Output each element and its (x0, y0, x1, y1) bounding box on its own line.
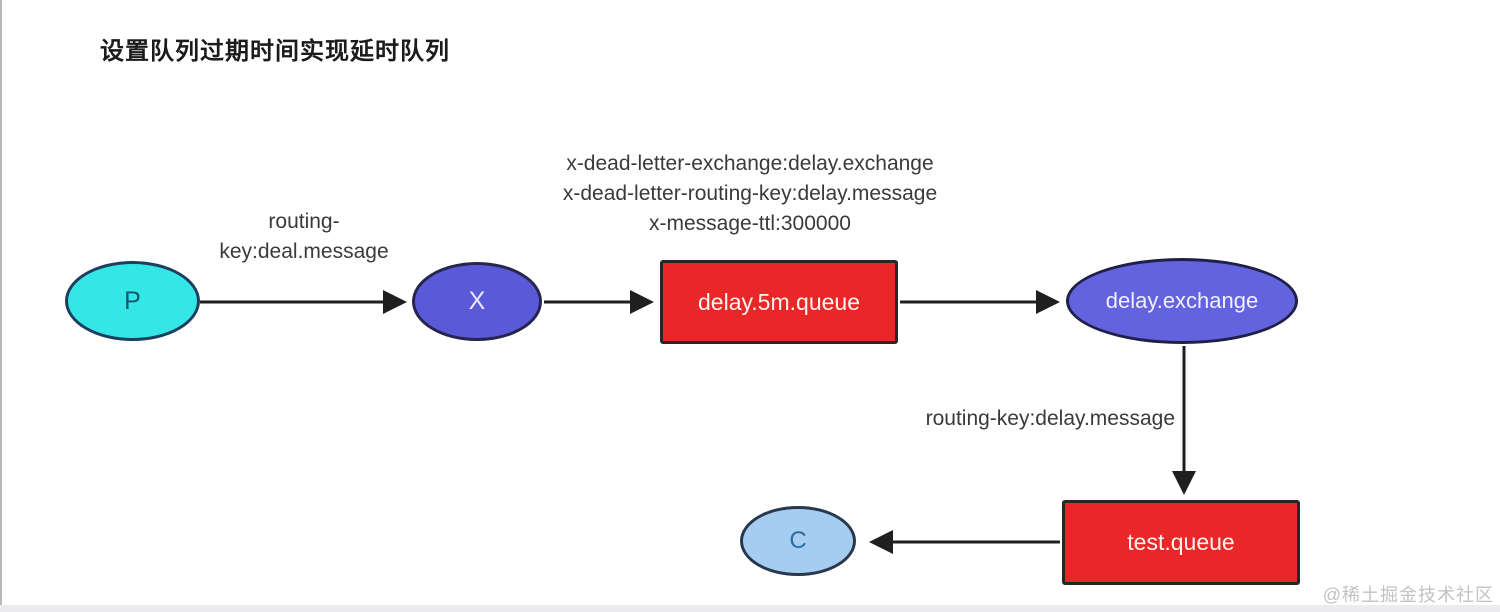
left-border-line (0, 0, 2, 612)
queue-arg-dead-letter-routing-key: x-dead-letter-routing-key:delay.message (562, 182, 938, 205)
node-producer: P (65, 261, 200, 341)
node-test-queue-label: test.queue (1127, 529, 1235, 555)
node-consumer-label: C (789, 527, 807, 554)
node-test-queue: test.queue (1062, 500, 1300, 585)
node-delay-exchange: delay.exchange (1066, 258, 1298, 344)
watermark: @稀土掘金技术社区 (1322, 585, 1494, 605)
node-delay-exchange-label: delay.exchange (1105, 288, 1259, 313)
queue-arg-dead-letter-exchange: x-dead-letter-exchange:delay.exchange (566, 152, 934, 175)
node-delay-queue-label: delay.5m.queue (698, 288, 860, 315)
node-consumer: C (740, 506, 856, 576)
node-exchange-x: X (412, 262, 542, 341)
edge-label-p-to-x-line1: routing- (268, 210, 340, 233)
node-producer-label: P (124, 286, 141, 315)
page-title: 设置队列过期时间实现延时队列 (100, 38, 450, 65)
delay-queue-arguments: x-dead-letter-exchange:delay.exchange x-… (500, 149, 1000, 239)
node-delay-queue: delay.5m.queue (660, 260, 898, 344)
edge-label-p-to-x: routing- key:deal.message (154, 207, 454, 267)
bottom-strip (0, 605, 1500, 612)
edge-label-exchange-to-queue: routing-key:delay.message (925, 407, 1175, 430)
queue-arg-message-ttl: x-message-ttl:300000 (649, 212, 851, 235)
edge-label-p-to-x-line2: key:deal.message (219, 240, 389, 263)
node-exchange-x-label: X (468, 287, 486, 315)
